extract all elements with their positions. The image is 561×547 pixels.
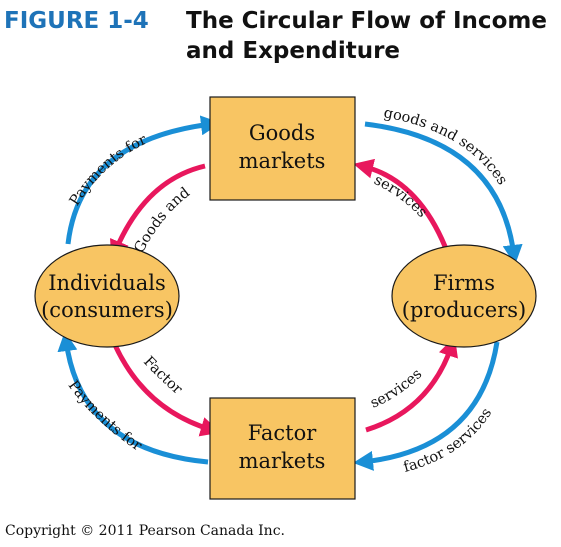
flow-label-services-top: services	[371, 172, 430, 221]
arrow-factors-to-factor-markets	[112, 343, 221, 437]
factor-markets-label-line2: markets	[239, 449, 326, 473]
flow-label-factor-services: factor services	[402, 405, 495, 475]
firms-label-line1: Firms	[433, 271, 495, 295]
flow-label-services-bottom: services	[368, 366, 425, 412]
arrow-payments-for-goods	[65, 115, 221, 245]
factor-markets-box	[209, 397, 356, 500]
figure-label: FIGURE 1-4	[4, 8, 149, 34]
goods-markets-label-line1: Goods	[249, 121, 315, 145]
arrow-services-to-firms	[365, 336, 458, 433]
flow-label-payments-for-factors: Payments for	[65, 378, 145, 455]
goods-markets-label-line2: markets	[239, 149, 326, 173]
copyright-notice: Copyright © 2011 Pearson Canada Inc.	[5, 523, 285, 539]
arrow-services-to-goods-markets	[353, 158, 451, 255]
arrow-income-to-individuals	[57, 331, 209, 465]
individuals-label-line1: Individuals	[48, 271, 166, 295]
arrow-payments-for-factors	[353, 341, 500, 471]
goods-markets-box	[209, 96, 356, 201]
arrow-goods-to-individuals	[110, 163, 206, 261]
flow-label-payments-for-goods: Payments for	[67, 132, 149, 209]
figure-title-line1: The Circular Flow of Income	[186, 8, 547, 34]
individuals-ellipse	[34, 244, 180, 348]
firms-ellipse	[391, 244, 537, 348]
figure-title-line2: and Expenditure	[186, 38, 400, 64]
individuals-label-line2: (consumers)	[41, 298, 173, 322]
flow-label-goods-and: Goods and	[131, 185, 193, 256]
arrow-payments-to-firms	[364, 121, 523, 265]
factor-markets-label-line1: Factor	[248, 421, 318, 445]
firms-label-line2: (producers)	[402, 298, 526, 322]
